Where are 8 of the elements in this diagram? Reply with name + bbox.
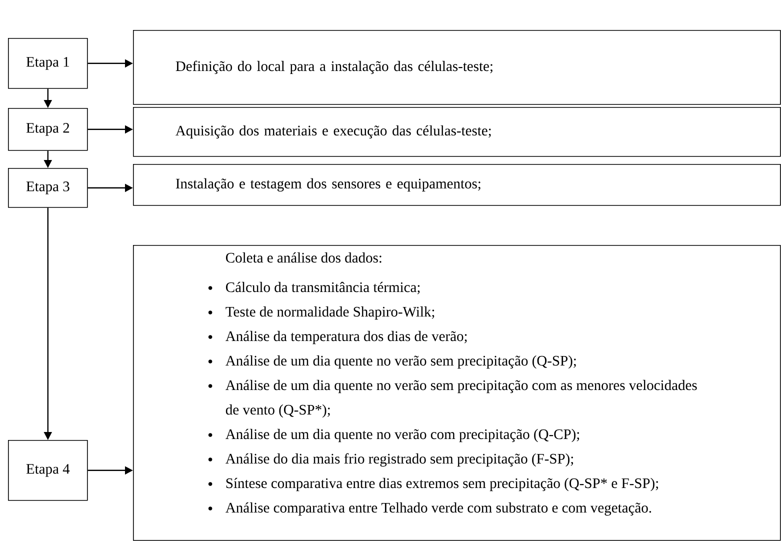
step-box: Etapa 1 bbox=[8, 38, 88, 89]
description-box: Aquisição dos materiais e execução das células-teste; bbox=[133, 107, 781, 157]
list-box: Coleta e análise dos dados: Cálculo da transmitância térmica; Teste de normalidade Shapiro-Wilk; Análise da temperatura dos dias de verão; Análise de um dia quente no verão sem precipitação (Q-SP); Análise de um dia quente no verão sem precipitação com as menores velocidades de vento (Q-SP*); Análise de um dia quente no verão com precipitação (Q-CP); Análise do dia mais frio registrado sem precipitação (F-SP); Síntese comparativa entre dias extremos sem precipitação (Q-SP* e F-SP); Análise comparativa entre Telhado verde com substrato e com vegetação. bbox=[133, 245, 781, 541]
step-box: Etapa 4 bbox=[8, 440, 88, 501]
description-box: Definição do local para a instalação das células-teste; bbox=[133, 30, 781, 105]
step-box: Etapa 3 bbox=[8, 168, 88, 208]
step-box: Etapa 2 bbox=[8, 108, 88, 151]
description-box: Instalação e testagem dos sensores e equipamentos; bbox=[133, 164, 781, 206]
